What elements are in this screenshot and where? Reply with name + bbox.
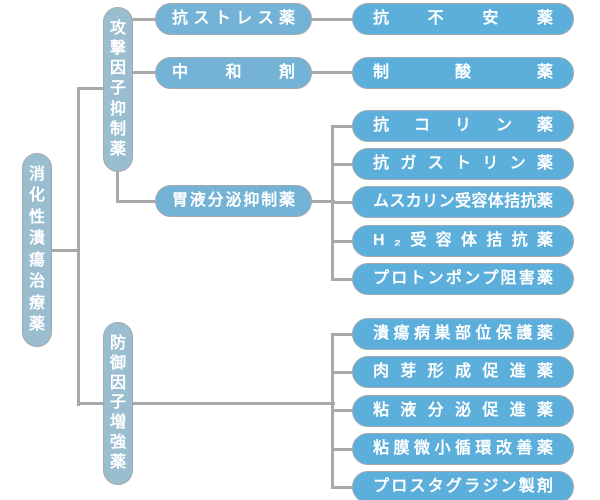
category-node-defense-enhancer: 防御因子増強薬 xyxy=(103,322,133,485)
connector-stub-h2blocker xyxy=(332,240,353,243)
leaf-node-muscarinic-antagonist: ムスカリン受容体拮抗薬 xyxy=(352,186,574,218)
connector-attack-down-v xyxy=(116,171,119,203)
connector-stub-anticholinergic xyxy=(332,125,353,128)
mid-node-anti-stress: 抗ストレス薬 xyxy=(155,3,312,35)
connector-neutralizer-stub xyxy=(132,71,157,74)
connector-stub-microcirculation xyxy=(332,448,353,451)
connector-antistress-stub xyxy=(132,18,157,21)
category-node-attack-inhibitor: 攻撃因子抑制薬 xyxy=(103,7,133,172)
leaf-node-mucosal-microcirculation-improver: 粘膜微小循環改善薬 xyxy=(352,433,574,465)
leaf-node-antacid: 制酸薬 xyxy=(352,57,574,89)
connector-stub-ppi xyxy=(332,278,353,281)
connector-stub-antigastrin xyxy=(332,163,353,166)
leaf-node-ulcer-lesion-protectant: 潰瘍病巣部位保護薬 xyxy=(352,318,574,350)
connector-stub-muscarinic xyxy=(332,201,353,204)
leaf-node-antigastrin: 抗ガストリン薬 xyxy=(352,148,574,180)
connector-left-bus xyxy=(77,87,80,406)
leaf-node-granulation-promoter: 肉芽形成促進薬 xyxy=(352,356,574,388)
connector-stub-granulation xyxy=(332,371,353,374)
leaf-node-anxiolytic: 抗不安薬 xyxy=(352,3,574,35)
mid-node-neutralizer: 中和剤 xyxy=(155,57,312,89)
connector-gastric-to-bus xyxy=(311,200,335,203)
connector-stub-prostaglandin xyxy=(332,486,353,489)
mid-node-gastric-secretion-inhibitor: 胃液分泌抑制薬 xyxy=(155,185,312,217)
leaf-node-anticholinergic: 抗コリン薬 xyxy=(352,110,574,142)
leaf-node-proton-pump-inhibitor: プロトンポンプ阻害薬 xyxy=(352,263,574,295)
connector-attack-elbow xyxy=(77,87,105,90)
category-node-root: 消化性潰瘍治療薬 xyxy=(22,153,52,347)
connector-neutralizer-antacid xyxy=(311,71,353,74)
connector-antistress-anxiolytic xyxy=(311,18,353,21)
connector-root-stub xyxy=(51,249,79,252)
connector-bottom-trunk xyxy=(77,402,335,405)
connector-stub-lesion-protect xyxy=(332,333,353,336)
connector-stub-mucus xyxy=(332,409,353,412)
connector-attack-down-h xyxy=(116,200,157,203)
leaf-node-prostaglandin-preparation: プロスタグラジン製剤 xyxy=(352,471,574,500)
leaf-node-mucus-secretion-promoter: 粘液分泌促進薬 xyxy=(352,395,574,427)
